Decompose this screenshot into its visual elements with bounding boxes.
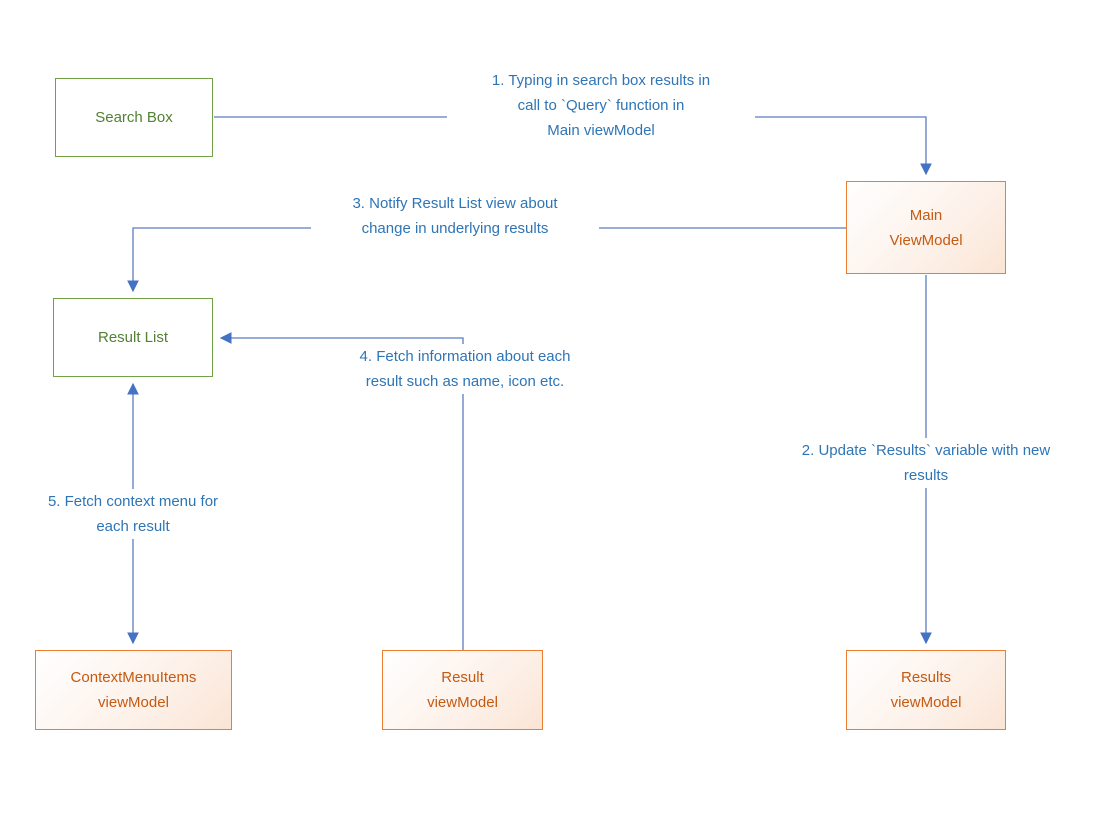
node-contextmenuitems-viewmodel: ContextMenuItems viewModel [35,650,232,730]
node-result-viewmodel: Result viewModel [382,650,543,730]
annotation-step1: 1. Typing in search box results in call … [447,68,755,143]
annotation-step3: 3. Notify Result List view about change … [311,191,599,241]
annotation-step5: 5. Fetch context menu for each result [14,489,252,539]
node-result-list: Result List [53,298,213,377]
node-main-viewmodel-label: Main ViewModel [889,206,963,249]
annotation-step4: 4. Fetch information about each result s… [321,344,609,394]
node-contextmenuitems-viewmodel-label: ContextMenuItems viewModel [70,669,197,711]
node-search-box: Search Box [55,78,213,157]
annotation-step2: 2. Update `Results` variable with new re… [757,438,1095,488]
node-result-list-label: Result List [97,329,169,346]
node-results-viewmodel-label: Results viewModel [890,669,962,711]
node-results-viewmodel: Results viewModel [846,650,1006,730]
node-main-viewmodel: Main ViewModel [846,181,1006,274]
node-search-box-label: Search Box [95,109,173,126]
node-result-viewmodel-label: Result viewModel [427,669,498,711]
